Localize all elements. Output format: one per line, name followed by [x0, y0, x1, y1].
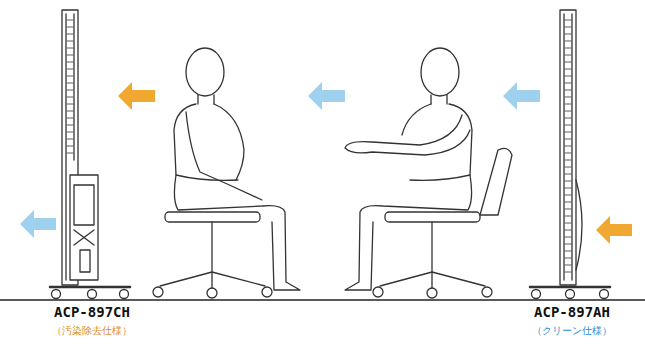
model-name: ACP-897CH [52, 304, 132, 320]
model-name: ACP-897AH [532, 304, 612, 320]
spec-note: （汚染除去仕様） [50, 324, 134, 338]
spec-note: （クリーン仕様） [530, 324, 614, 338]
